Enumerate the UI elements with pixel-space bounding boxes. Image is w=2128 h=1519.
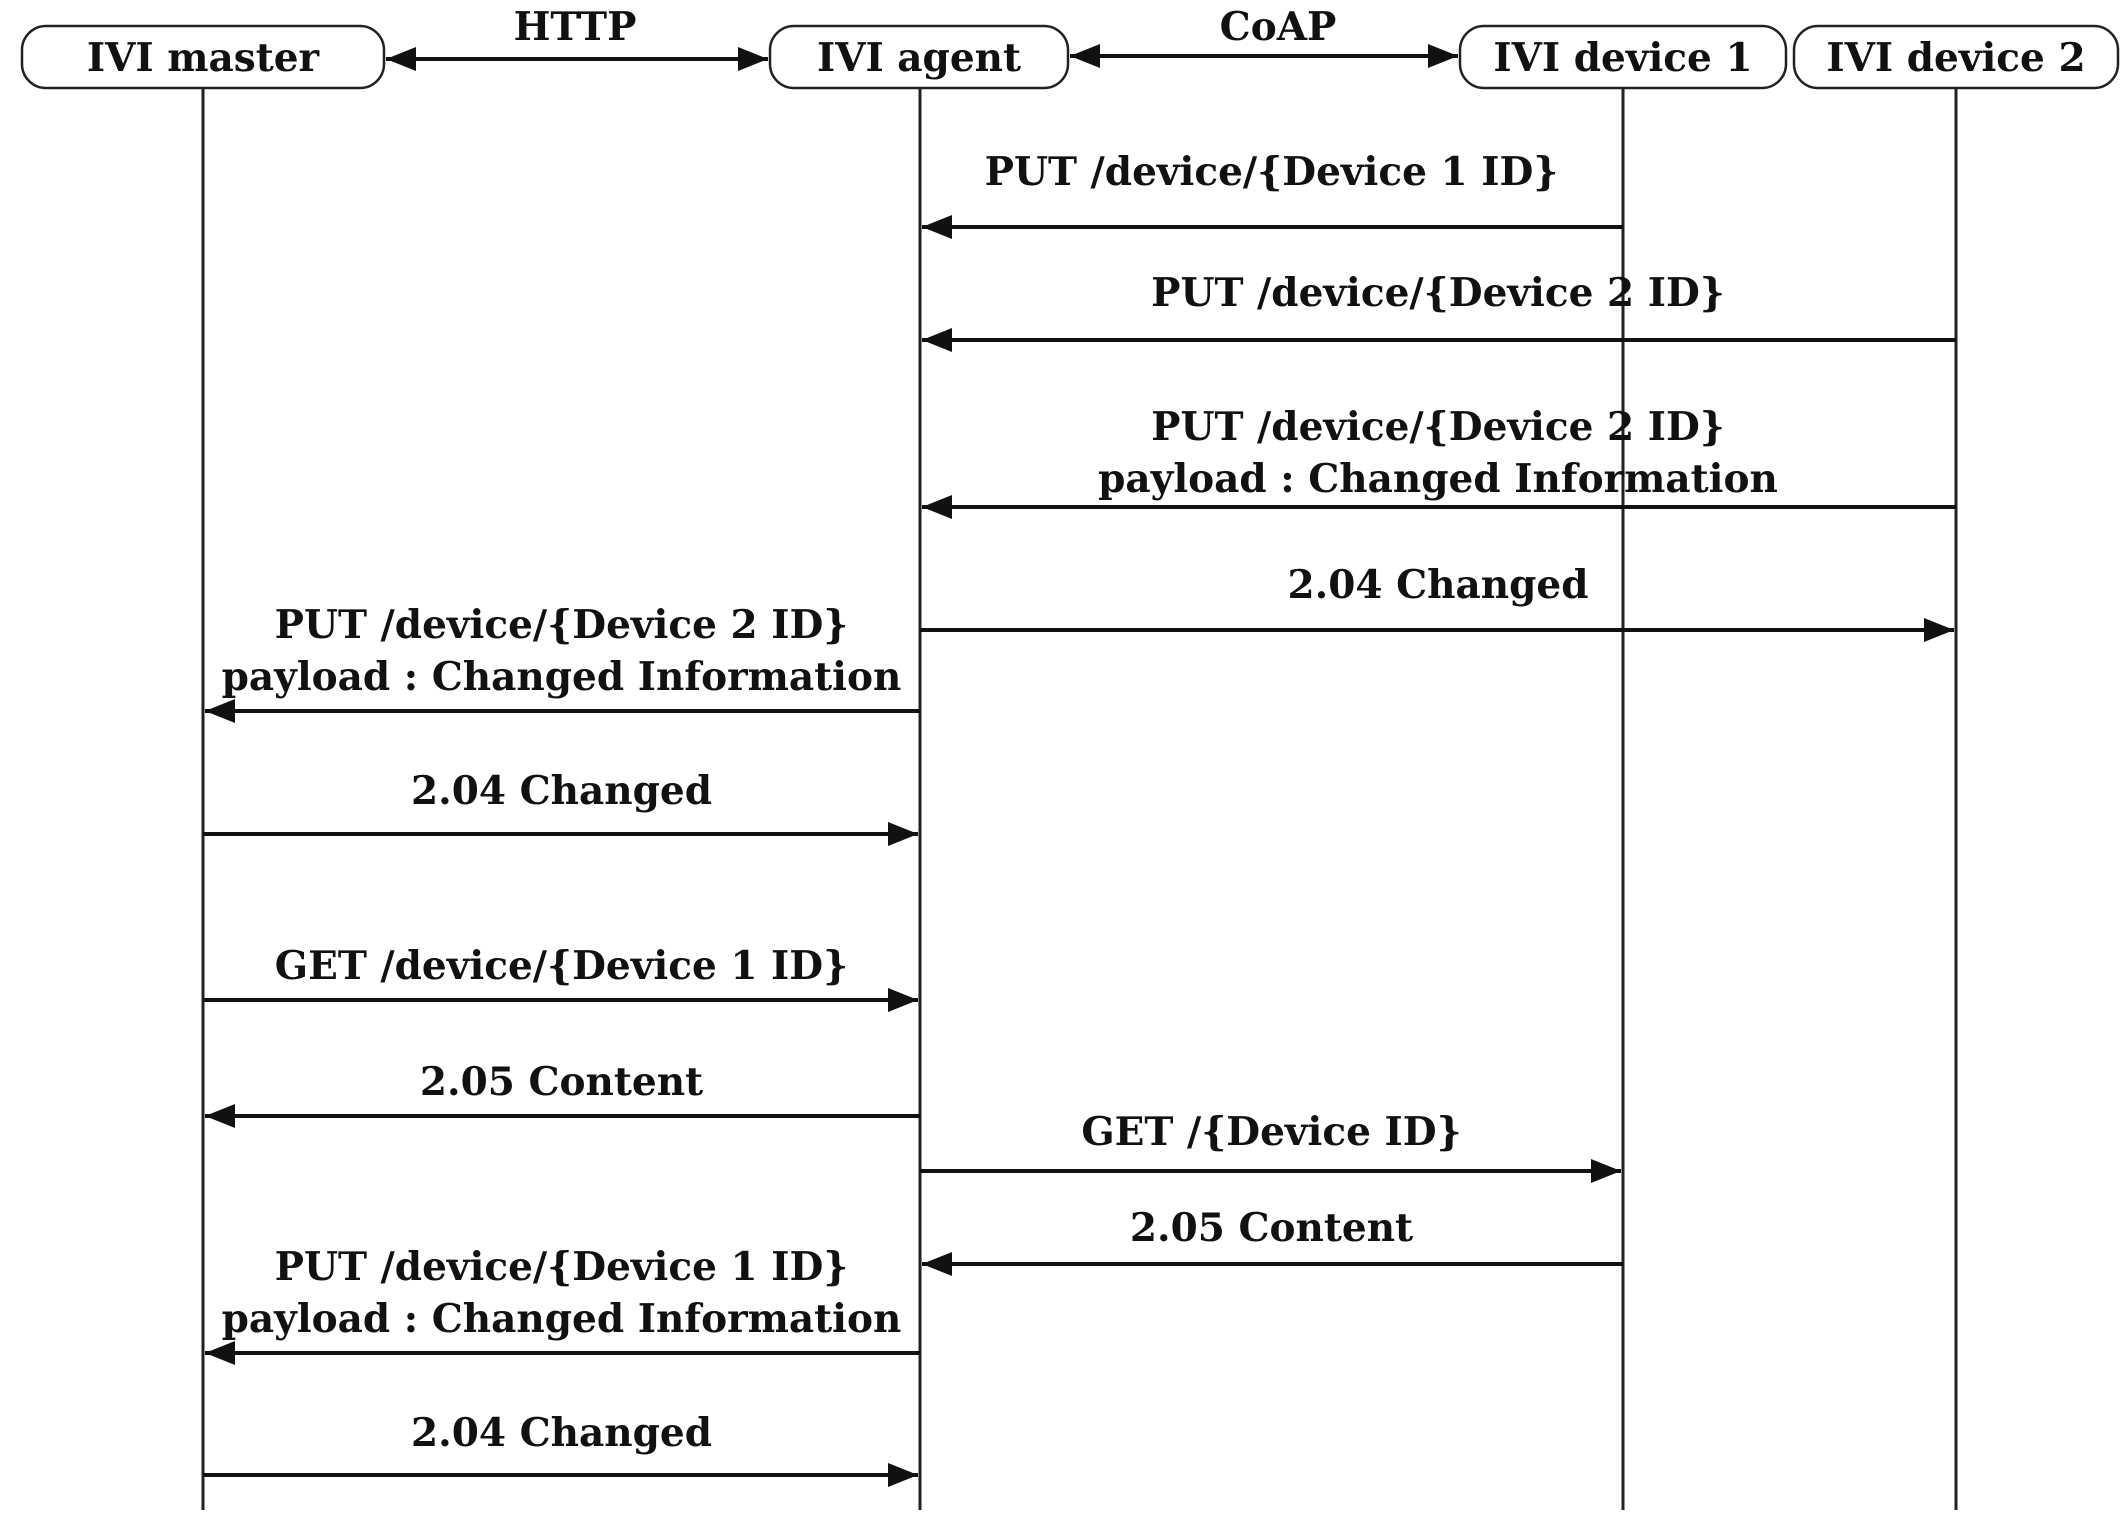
- protocol-label: HTTP: [514, 4, 637, 50]
- message: GET /device/{Device 1 ID}: [203, 943, 918, 1012]
- message-label: payload : Changed Information: [222, 654, 902, 700]
- message: 2.04 Changed: [203, 768, 918, 846]
- message: PUT /device/{Device 2 ID} payload : Chang…: [205, 602, 920, 723]
- message-label: 2.05 Content: [420, 1059, 703, 1105]
- message: PUT /device/{Device 2 ID}: [922, 270, 1956, 352]
- participant-ivi-master: IVI master: [20, 24, 386, 90]
- participant-ivi-agent: IVI agent: [768, 24, 1070, 90]
- participant-label: IVI device 2: [1826, 35, 2085, 81]
- participant-label: IVI agent: [817, 35, 1021, 81]
- message: GET /{Device ID}: [920, 1109, 1621, 1183]
- message: PUT /device/{Device 1 ID}: [922, 149, 1623, 239]
- participant-label: IVI master: [87, 35, 320, 81]
- protocol-coap: CoAP: [1070, 4, 1458, 68]
- protocol-http: HTTP: [386, 4, 768, 71]
- message: PUT /device/{Device 1 ID} payload : Chang…: [205, 1244, 920, 1365]
- message: 2.04 Changed: [920, 562, 1954, 642]
- message-label: PUT /device/{Device 2 ID}: [1151, 404, 1725, 450]
- message-label: payload : Changed Information: [222, 1296, 902, 1342]
- message: PUT /device/{Device 2 ID} payload : Chang…: [922, 404, 1956, 519]
- participant-ivi-device-1: IVI device 1: [1458, 24, 1788, 90]
- message-label: 2.04 Changed: [411, 768, 712, 814]
- participant-label: IVI device 1: [1493, 35, 1752, 81]
- message-label: GET /{Device ID}: [1081, 1109, 1461, 1155]
- message: 2.04 Changed: [203, 1410, 918, 1487]
- message: 2.05 Content: [205, 1059, 920, 1128]
- participant-ivi-device-2: IVI device 2: [1792, 24, 2120, 90]
- message-label: 2.04 Changed: [1288, 562, 1589, 608]
- message-label: 2.05 Content: [1130, 1205, 1413, 1251]
- message-label: PUT /device/{Device 2 ID}: [275, 602, 849, 648]
- messages: PUT /device/{Device 1 ID}PUT /device/{De…: [203, 149, 1956, 1487]
- message-label: 2.04 Changed: [411, 1410, 712, 1456]
- protocol-label: CoAP: [1220, 4, 1337, 50]
- message-label: payload : Changed Information: [1098, 456, 1778, 502]
- message: 2.05 Content: [922, 1205, 1623, 1276]
- message-label: PUT /device/{Device 1 ID}: [275, 1244, 849, 1290]
- message-label: GET /device/{Device 1 ID}: [275, 943, 848, 989]
- message-label: PUT /device/{Device 1 ID}: [985, 149, 1559, 195]
- message-label: PUT /device/{Device 2 ID}: [1151, 270, 1725, 316]
